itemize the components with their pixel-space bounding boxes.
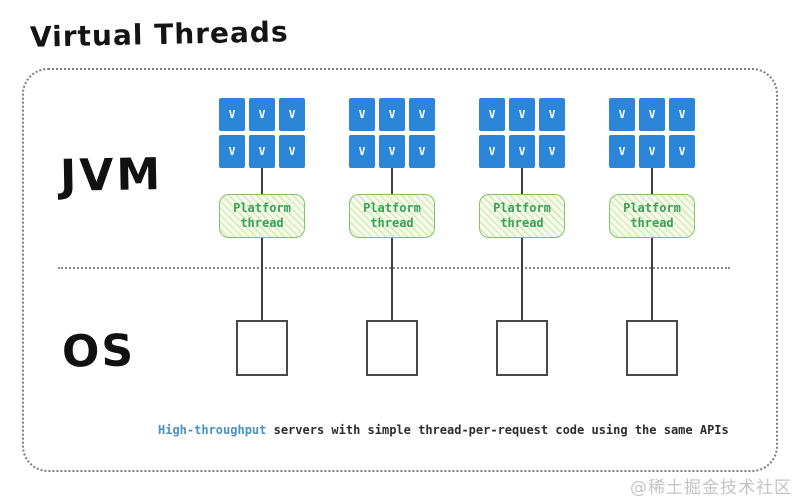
caption-highlight: High-throughput <box>158 423 267 437</box>
virtual-thread-square: V <box>349 135 375 168</box>
platform-thread-label-line1: Platform <box>493 201 551 215</box>
platform-thread-box: Platform thread <box>219 194 305 238</box>
platform-thread-label-line2: thread <box>370 216 414 230</box>
connector-line <box>521 238 523 320</box>
page-title: Virtual Threads <box>29 15 289 54</box>
virtual-thread-square: V <box>219 135 245 168</box>
watermark: @稀土掘金技术社区 <box>630 478 792 498</box>
virtual-thread-square: V <box>379 98 405 131</box>
virtual-thread-square: V <box>609 135 635 168</box>
virtual-thread-square: V <box>479 135 505 168</box>
connector-line <box>261 238 263 320</box>
platform-thread-label-line2: thread <box>630 216 674 230</box>
caption-rest: servers with simple thread-per-request c… <box>266 423 729 437</box>
os-thread-square <box>236 320 288 376</box>
os-thread-square <box>366 320 418 376</box>
platform-thread-box: Platform thread <box>479 194 565 238</box>
virtual-thread-square: V <box>479 98 505 131</box>
virtual-thread-square: V <box>409 98 435 131</box>
connector-line <box>651 168 653 194</box>
platform-thread-label-line1: Platform <box>233 201 291 215</box>
virtual-thread-square: V <box>349 98 375 131</box>
platform-thread-label-line2: thread <box>500 216 544 230</box>
platform-thread-box: Platform thread <box>349 194 435 238</box>
virtual-thread-square: V <box>409 135 435 168</box>
virtual-thread-square: V <box>379 135 405 168</box>
platform-thread-label-line1: Platform <box>623 201 681 215</box>
virtual-thread-square: V <box>509 135 535 168</box>
os-thread-square <box>626 320 678 376</box>
platform-thread-box: Platform thread <box>609 194 695 238</box>
virtual-thread-square: V <box>279 98 305 131</box>
os-thread-square <box>496 320 548 376</box>
virtual-thread-square: V <box>249 135 275 168</box>
connector-line <box>521 168 523 194</box>
connector-line <box>391 168 393 194</box>
virtual-thread-square: V <box>609 98 635 131</box>
virtual-thread-square: V <box>639 98 665 131</box>
virtual-thread-square: V <box>219 98 245 131</box>
virtual-thread-square: V <box>539 135 565 168</box>
diagram-frame <box>22 68 778 472</box>
connector-line <box>651 238 653 320</box>
virtual-thread-square: V <box>249 98 275 131</box>
virtual-thread-square: V <box>509 98 535 131</box>
virtual-thread-square: V <box>279 135 305 168</box>
caption-text: High-throughput servers with simple thre… <box>158 423 729 437</box>
connector-line <box>261 168 263 194</box>
platform-thread-label-line1: Platform <box>363 201 421 215</box>
platform-thread-label-line2: thread <box>240 216 284 230</box>
virtual-thread-square: V <box>539 98 565 131</box>
jvm-os-separator <box>58 267 730 269</box>
virtual-thread-square: V <box>639 135 665 168</box>
connector-line <box>391 238 393 320</box>
virtual-thread-square: V <box>669 98 695 131</box>
virtual-thread-square: V <box>669 135 695 168</box>
